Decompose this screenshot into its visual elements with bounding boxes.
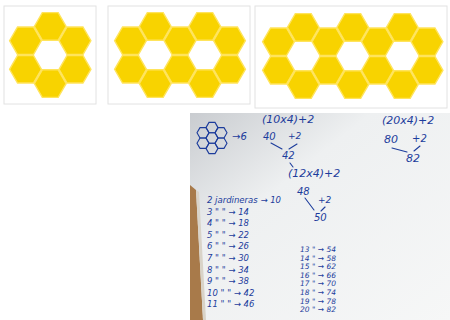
handwritten-note: 48: [297, 186, 310, 197]
handwritten-note: 19 " → 78: [300, 298, 336, 306]
honeycomb-figure: [115, 13, 246, 98]
marker-stroke: [392, 148, 407, 152]
honeycomb-figure: [263, 14, 443, 99]
handwritten-note: 82: [406, 153, 420, 165]
yellow-hexagon: [214, 56, 246, 84]
handwritten-note: 9 " " → 38: [207, 277, 249, 286]
handwritten-note: +2: [318, 196, 331, 206]
honeycomb-figure: [10, 13, 91, 98]
handwritten-note: (10x4)+2: [262, 114, 314, 126]
handwritten-note: 40: [263, 131, 276, 142]
yellow-hexagon: [214, 27, 246, 55]
handwritten-note: (12x4)+2: [288, 168, 340, 180]
handwritten-note: 7 " " → 30: [207, 254, 249, 263]
marker-stroke: [290, 163, 293, 167]
handwritten-note: 8 " " → 34: [207, 266, 249, 275]
handwritten-note: 14 " → 58: [300, 255, 336, 263]
yellow-hexagon: [59, 56, 91, 84]
handwritten-note: 15 " → 62: [300, 263, 336, 271]
handwritten-note: 3 " " → 14: [207, 208, 249, 217]
sketch-honeycomb: [197, 122, 227, 153]
handwritten-note: 13 " → 54: [300, 246, 336, 254]
handwritten-note: 4 " " → 18: [207, 219, 249, 228]
sketch-hexagon: [206, 122, 218, 132]
marker-stroke: [271, 143, 282, 149]
handwritten-note: 18 " → 74: [300, 289, 336, 297]
handwritten-note: 10 " " → 42: [207, 289, 254, 298]
yellow-hexagon: [411, 28, 443, 56]
handwritten-note: 16 " → 66: [300, 272, 336, 280]
picture-frame: [108, 6, 250, 104]
handwritten-note: 6 " " → 26: [207, 242, 249, 251]
marker-stroke: [414, 146, 420, 151]
handwritten-note: 80: [384, 134, 398, 146]
board-frame-edge: [196, 190, 206, 320]
handwritten-note: 17 " → 70: [300, 280, 336, 288]
handwritten-note: +2: [288, 132, 301, 142]
handwritten-note: 11 " " → 46: [207, 300, 254, 309]
handwritten-note: 20 " → 82: [300, 306, 336, 314]
yellow-hexagon: [59, 27, 91, 55]
handwritten-note: →6: [232, 131, 247, 142]
marker-stroke: [289, 144, 297, 149]
marker-stroke: [321, 207, 325, 211]
handwritten-note: (20x4)+2: [382, 115, 434, 127]
handwritten-note: +2: [412, 133, 427, 144]
handwritten-note: 2 jardineras → 10: [207, 196, 281, 205]
sketch-hexagon: [206, 143, 218, 153]
marker-stroke: [305, 198, 314, 210]
handwritten-note: 5 " " → 22: [207, 231, 249, 240]
handwritten-note: 50: [314, 212, 327, 223]
yellow-hexagon: [411, 57, 443, 85]
handwritten-note: 42: [282, 150, 295, 161]
whiteboard: [190, 113, 450, 320]
picture-frame: [4, 6, 96, 104]
picture-frame: [255, 6, 447, 108]
marker-strokes: [271, 143, 420, 211]
